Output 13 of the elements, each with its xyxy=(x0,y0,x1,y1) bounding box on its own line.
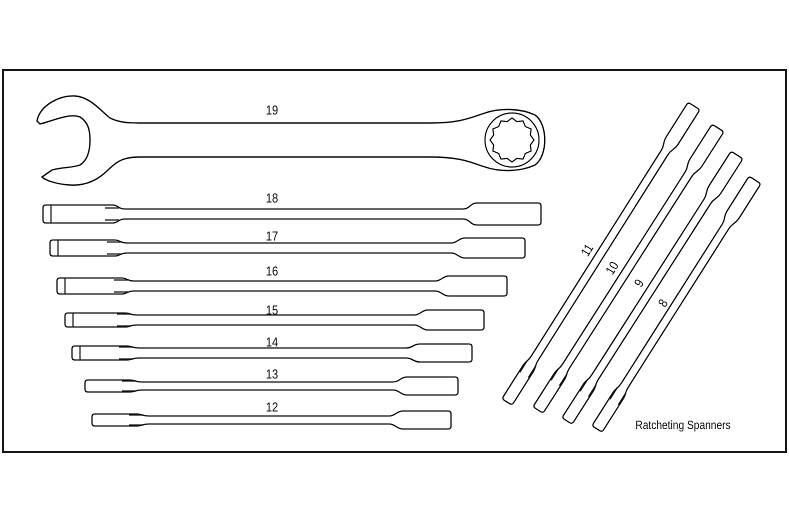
size-label: 10 xyxy=(603,259,621,277)
size-label: 9 xyxy=(632,276,646,290)
caption: Ratcheting Spanners xyxy=(635,419,731,431)
size-label: 12 xyxy=(266,400,278,414)
size-label: 18 xyxy=(266,192,278,204)
size-label: 13 xyxy=(266,368,278,380)
size-label: 15 xyxy=(266,304,278,316)
size-label: 16 xyxy=(266,264,278,278)
size-label: 14 xyxy=(266,336,278,348)
size-label: 8 xyxy=(656,296,670,310)
size-label: 19 xyxy=(266,104,278,116)
size-label: 11 xyxy=(578,242,596,258)
size-label: 17 xyxy=(266,230,278,242)
